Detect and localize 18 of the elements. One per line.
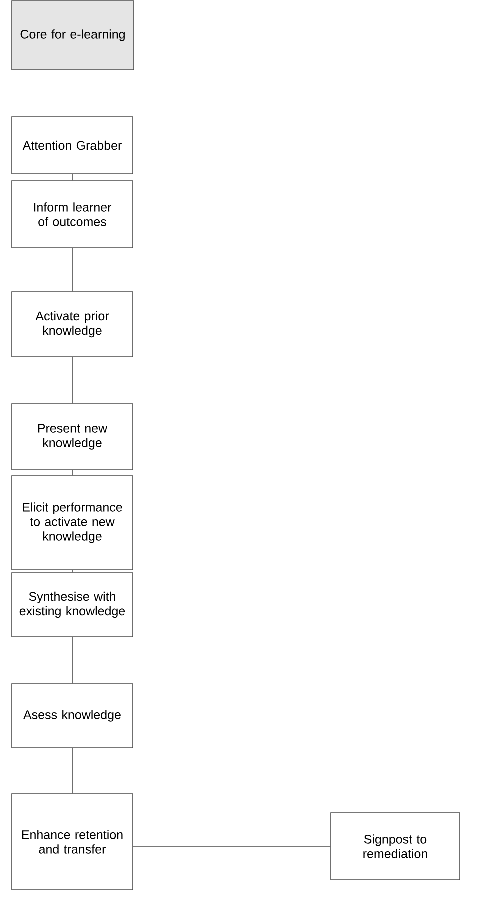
- connector-line: [72, 570, 73, 573]
- connector-line: [72, 248, 73, 292]
- connector-line: [133, 846, 331, 847]
- process-box: Signpost to remediation: [330, 812, 460, 880]
- process-box: Core for e-learning: [12, 0, 134, 70]
- process-box: Activate prior knowledge: [12, 292, 134, 358]
- connector-line: [72, 748, 73, 794]
- connector-line: [72, 470, 73, 476]
- connector-line: [72, 357, 73, 404]
- process-box: Asess knowledge: [12, 684, 134, 748]
- connector-line: [72, 174, 73, 181]
- process-box: Elicit performance to activate new knowledge: [12, 476, 134, 570]
- connector-line: [72, 637, 73, 684]
- process-box: Present new knowledge: [12, 404, 134, 470]
- process-box: Synthesise with existing knowledge: [12, 572, 134, 638]
- process-box: Enhance retention and transfer: [12, 794, 134, 890]
- process-box: Inform learner of outcomes: [12, 180, 134, 248]
- process-box: Attention Grabber: [12, 116, 134, 174]
